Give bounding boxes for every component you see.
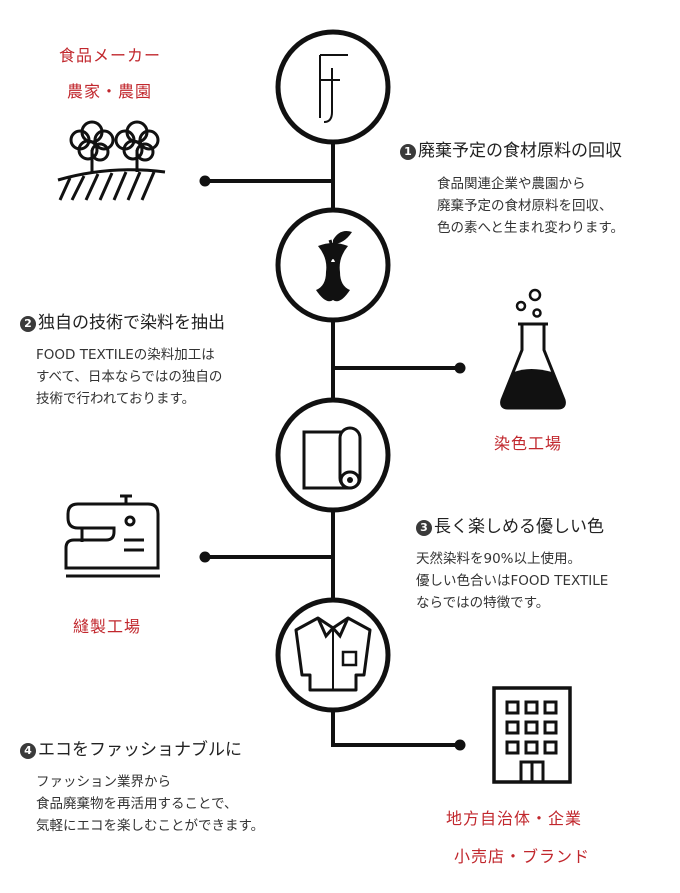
step-3-body: 天然染料を90%以上使用。 優しい色合いはFOOD TEXTILE ならではの特… — [416, 548, 608, 614]
orchard-icon — [57, 120, 166, 201]
local-gov-label-1: 地方自治体・企業 — [446, 809, 583, 828]
connector-sewing-factory — [199, 551, 333, 563]
local-gov-label-2: 小売店・ブランド — [454, 847, 591, 866]
step-4-line: ファッション業界から — [36, 774, 171, 790]
step-4-line: 食品廃棄物を再活用することで、 — [36, 796, 238, 812]
step-3-line: 優しい色合いはFOOD TEXTILE — [416, 573, 609, 589]
step-3-line: 天然染料を90%以上使用。 — [416, 551, 582, 567]
apple-core-icon — [275, 207, 391, 323]
step-3-line: ならではの特徴です。 — [416, 595, 550, 611]
step-1-line: 色の素へと生まれ変わります。 — [437, 220, 624, 236]
step-1-title: 廃棄予定の食材原料の回収 — [418, 141, 622, 161]
step-2-line: 技術で行われております。 — [36, 391, 196, 407]
step-2-line: FOOD TEXTILEの染料加工は — [36, 347, 215, 363]
step-3-title: 長く楽しめる優しい色 — [434, 517, 604, 537]
sewing-factory-label: 縫製工場 — [73, 617, 142, 636]
step-2-number: 2 — [20, 316, 36, 332]
sewing-machine-icon — [64, 494, 160, 578]
step-2-line: すべて、日本ならではの独自の — [36, 369, 223, 385]
building-icon — [492, 686, 572, 784]
step-2-title: 独自の技術で染料を抽出 — [38, 313, 225, 333]
step-4-line: 気軽にエコを楽しむことができます。 — [36, 818, 265, 834]
connector-food-maker — [199, 175, 333, 187]
food-maker-label-1: 食品メーカー — [59, 46, 162, 65]
step-4-number: 4 — [20, 743, 36, 759]
connector-local-gov — [331, 725, 466, 751]
step-2-body: FOOD TEXTILEの染料加工は すべて、日本ならではの独自の 技術で行われ… — [36, 344, 222, 410]
connector-dye-factory — [333, 362, 466, 374]
step-1-line: 食品関連企業や農園から — [437, 176, 586, 192]
step-4-title: エコをファッショナブルに — [38, 740, 242, 760]
dye-factory-label: 染色工場 — [494, 434, 563, 453]
step-4-body: ファッション業界から 食品廃棄物を再活用することで、 気軽にエコを楽しむことがで… — [36, 771, 264, 837]
step-1-body: 食品関連企業や農園から 廃棄予定の食材原料を回収、 色の素へと生まれ変わります。 — [437, 173, 624, 239]
food-maker-label-2: 農家・農園 — [67, 82, 153, 101]
flask-icon — [500, 288, 566, 410]
shirt-icon — [275, 597, 391, 713]
step-3-number: 3 — [416, 520, 432, 536]
logo-icon — [275, 29, 391, 145]
step-1-number: 1 — [400, 144, 416, 160]
fabric-roll-icon — [275, 397, 391, 513]
step-1-line: 廃棄予定の食材原料を回収、 — [437, 198, 613, 214]
